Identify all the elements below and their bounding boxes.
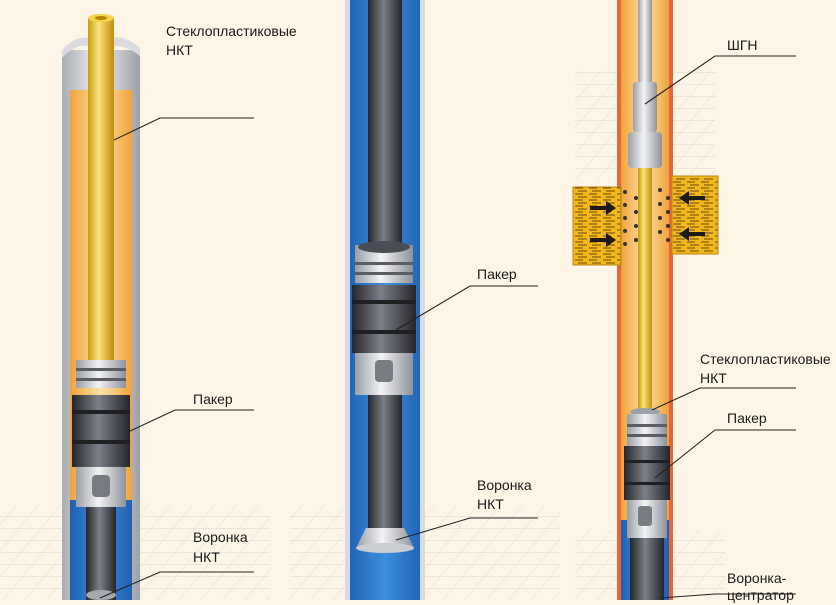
flow-arrow-icon — [590, 201, 616, 215]
perforation-left — [572, 186, 622, 266]
right-funnel-label-line1: Воронка- — [727, 570, 787, 586]
left-packer-label: Пакер — [193, 391, 233, 407]
left-well — [62, 14, 140, 600]
middle-well — [345, 0, 425, 600]
right-well — [572, 0, 719, 600]
mid-funnel-label-line2: НКТ — [477, 496, 504, 512]
right-packer-label: Пакер — [727, 410, 767, 426]
right-tubing-label-line1: Стеклопластиковые — [700, 351, 831, 367]
flow-arrow-icon — [679, 191, 705, 205]
left-funnel-label-line2: НКТ — [193, 549, 220, 565]
mid-funnel-label-line1: Воронка — [477, 477, 532, 493]
flow-arrow-icon — [590, 233, 616, 247]
mid-packer-label: Пакер — [477, 266, 517, 282]
left-funnel-label-line1: Воронка — [193, 529, 248, 545]
right-funnel-label-line2: центратор — [727, 587, 794, 603]
right-tubing-label-line2: НКТ — [700, 370, 727, 386]
flow-arrow-icon — [679, 227, 705, 241]
perforation-right — [671, 175, 719, 255]
right-pump-label: ШГН — [727, 37, 758, 53]
left-tubing-label-line1: Стеклопластиковые — [166, 23, 297, 39]
left-tubing-label-line2: НКТ — [166, 42, 193, 58]
leader-lines — [99, 55, 796, 599]
